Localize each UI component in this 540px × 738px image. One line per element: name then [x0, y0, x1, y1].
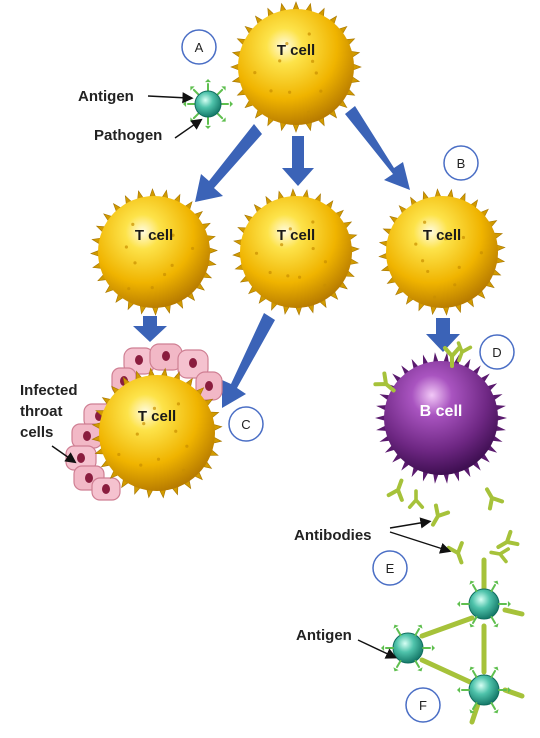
arrow-center-to-c: [222, 313, 275, 408]
marker-a: A: [181, 29, 217, 65]
arrow-down-left: [133, 316, 167, 342]
marker-d-text: D: [492, 345, 501, 360]
antigen-particle-1: [392, 632, 424, 664]
marker-a-text: A: [195, 40, 204, 55]
label-infected-line-2: throat: [20, 403, 63, 420]
marker-e: E: [372, 550, 408, 586]
marker-d: D: [479, 334, 515, 370]
arrow-top-right: [345, 106, 410, 190]
antigen-particle-3: [468, 674, 500, 706]
t-cell-left-label: T cell: [135, 227, 173, 244]
pathogen-body: [194, 90, 222, 118]
arrow-top-center: [282, 136, 314, 186]
b-cell: B cell: [375, 352, 507, 484]
pointer-lines: [51, 92, 452, 659]
label-antigen-top: Antigen: [78, 88, 134, 105]
t-cell-center: T cell: [232, 188, 360, 316]
arrow-top-left: [195, 124, 262, 202]
marker-b: B: [443, 145, 479, 181]
t-cell-right-label: T cell: [423, 227, 461, 244]
t-cell-attacking: T cell: [91, 367, 223, 499]
label-infected-line-1: Infected: [20, 382, 78, 399]
pathogen: [183, 79, 233, 129]
arrow-down-right: [426, 318, 460, 352]
t-cell-top-label: T cell: [277, 42, 315, 59]
label-pathogen: Pathogen: [94, 127, 162, 144]
marker-f-text: F: [419, 698, 427, 713]
b-cell-label: B cell: [420, 403, 463, 420]
label-antibodies: Antibodies: [294, 527, 372, 544]
markers: A B C D E F: [181, 29, 515, 723]
flow-arrows: [133, 106, 460, 408]
marker-c: C: [228, 406, 264, 442]
antibodies: [373, 341, 520, 565]
label-antigen-bottom: Antigen: [296, 627, 352, 644]
t-cell-right: T cell: [378, 188, 506, 316]
label-infected: Infected throat cells: [20, 382, 82, 441]
marker-c-text: C: [241, 417, 250, 432]
antigen-particle-2: [468, 588, 500, 620]
t-cell-center-label: T cell: [277, 227, 315, 244]
t-cells: T cell T cell T cell T cell T cell: [90, 1, 506, 499]
t-cell-top: T cell: [230, 1, 362, 133]
infected-throat-cells: [65, 343, 223, 501]
antigen-cluster: [381, 557, 525, 725]
marker-b-text: B: [457, 156, 466, 171]
t-cell-attacking-label: T cell: [138, 408, 176, 425]
label-infected-line-3: cells: [20, 424, 53, 441]
marker-e-text: E: [386, 561, 395, 576]
marker-f: F: [405, 687, 441, 723]
t-cell-left: T cell: [90, 188, 218, 316]
